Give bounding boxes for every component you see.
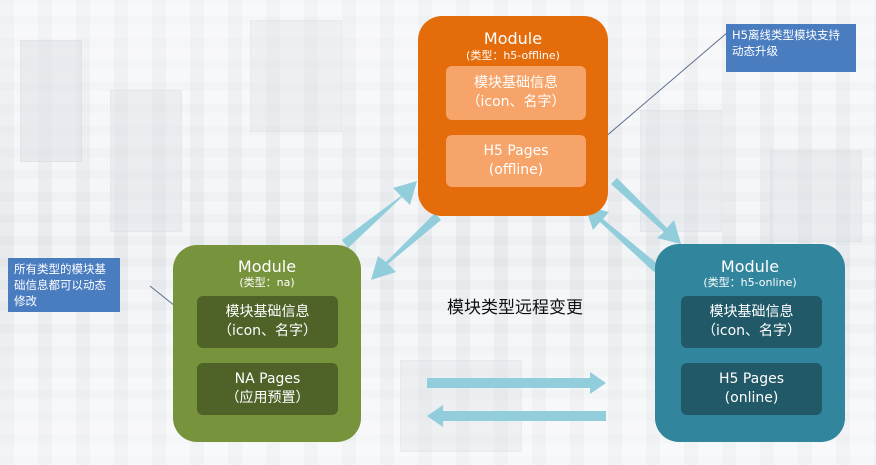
module-info-line2: （icon、名字） xyxy=(701,323,802,339)
module-subtitle: (类型：h5-offline) xyxy=(466,49,560,62)
pages-line1: H5 Pages xyxy=(483,143,549,159)
background-building xyxy=(20,40,82,162)
background-building xyxy=(250,20,342,132)
module-info-box: 模块基础信息 （icon、名字） xyxy=(681,296,822,348)
module-info-box: 模块基础信息 （icon、名字） xyxy=(197,296,338,348)
pages-line2: (offline) xyxy=(488,162,544,178)
module-info-line2: （icon、名字） xyxy=(217,323,318,339)
pages-line2: （应用预置） xyxy=(225,390,310,406)
arrow-online-to-offline xyxy=(585,206,660,272)
arrow-offline-to-online xyxy=(611,178,681,244)
background-building xyxy=(770,150,862,242)
module-info-line2: （icon、名字） xyxy=(466,94,566,110)
module-na: Module (类型：na) 模块基础信息 （icon、名字） NA Pages… xyxy=(173,245,361,442)
background-building xyxy=(640,110,722,232)
callout-top-right: H5离线类型模块支持动态升级 xyxy=(726,24,856,72)
pages-line1: NA Pages xyxy=(234,371,301,387)
module-info-box: 模块基础信息 （icon、名字） xyxy=(446,66,586,120)
callout-pointer-top-right xyxy=(589,31,729,151)
arrow-na-to-offline xyxy=(342,181,417,248)
callout-left: 所有类型的模块基础信息都可以动态修改 xyxy=(8,258,120,312)
module-info-line1: 模块基础信息 xyxy=(225,304,310,320)
module-title: Module xyxy=(237,257,297,276)
center-label: 模块类型远程变更 xyxy=(447,298,583,318)
module-subtitle: (类型：h5-online) xyxy=(703,276,797,289)
arrow-online-to-na xyxy=(427,405,606,427)
background-building xyxy=(110,90,182,232)
module-info-line1: 模块基础信息 xyxy=(474,75,558,91)
module-title: Module xyxy=(720,257,780,276)
pages-box: H5 Pages (offline) xyxy=(446,135,586,187)
module-info-line1: 模块基础信息 xyxy=(709,304,794,320)
module-subtitle: (类型：na) xyxy=(239,276,295,289)
background-building xyxy=(400,360,522,452)
pages-line1: H5 Pages xyxy=(718,371,785,387)
pages-box: NA Pages （应用预置） xyxy=(197,363,338,415)
module-h5-online: Module (类型：h5-online) 模块基础信息 （icon、名字） H… xyxy=(655,244,845,442)
module-h5-offline: Module (类型：h5-offline) 模块基础信息 （icon、名字） … xyxy=(418,16,608,216)
pages-box: H5 Pages (online) xyxy=(681,363,822,415)
pages-line2: (online) xyxy=(724,390,779,406)
module-title: Module xyxy=(483,29,543,48)
arrow-na-to-online xyxy=(427,372,606,394)
arrow-offline-to-na xyxy=(371,213,441,280)
